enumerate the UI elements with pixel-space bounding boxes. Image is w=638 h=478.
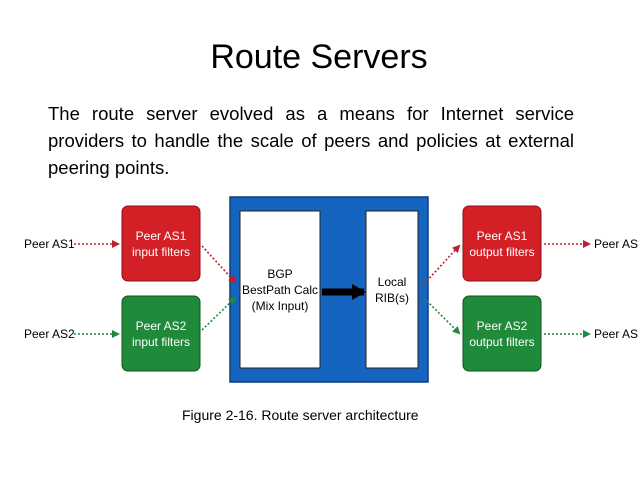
rib-to-as2-output-arrow [423,297,461,335]
peer-as2-input-filter-line1: Peer AS2 [136,319,187,333]
rib-to-as1-output-arrow [423,244,461,285]
right-peer-as1-label: Peer AS1 [594,237,638,251]
local-label: Local [378,275,407,289]
bgp-label: BGP [267,267,292,281]
peer-as1-output-filter-line1: Peer AS1 [477,229,528,243]
slide-title: Route Servers [210,38,428,76]
figure-caption: Figure 2-16. Route server architecture [182,407,419,423]
bgp-bestpath-box [239,210,321,369]
peer-as1-output-filter-box [462,205,542,282]
left-peer-as1-label: Peer AS1 [24,237,75,251]
peer-as1-input-filter-box [121,205,201,282]
peer-as2-output-filter-line1: Peer AS2 [477,319,528,333]
peer-as1-output-filter-line2: output filters [469,245,534,259]
left-peer-as2-label: Peer AS2 [24,327,75,341]
peer-as2-input-filter-line2: input filters [132,335,190,349]
right-peer-as2-label: Peer AS2 [594,327,638,341]
peer-as1-input-filter-line2: input filters [132,245,190,259]
peer-as1-input-filter-line1: Peer AS1 [136,229,187,243]
bestpath-calc-label: BestPath Calc [242,283,318,297]
local-rib-box [365,210,419,369]
peer-as2-output-filter-line2: output filters [469,335,534,349]
as1-input-to-bgp-arrow [201,245,237,284]
mix-input-label: (Mix Input) [252,299,309,313]
peer-as2-output-filter-box [462,295,542,372]
slide-body-text: The route server evolved as a means for … [48,103,574,178]
peer-as2-input-filter-box [121,295,201,372]
ribs-label: RIB(s) [375,291,409,305]
